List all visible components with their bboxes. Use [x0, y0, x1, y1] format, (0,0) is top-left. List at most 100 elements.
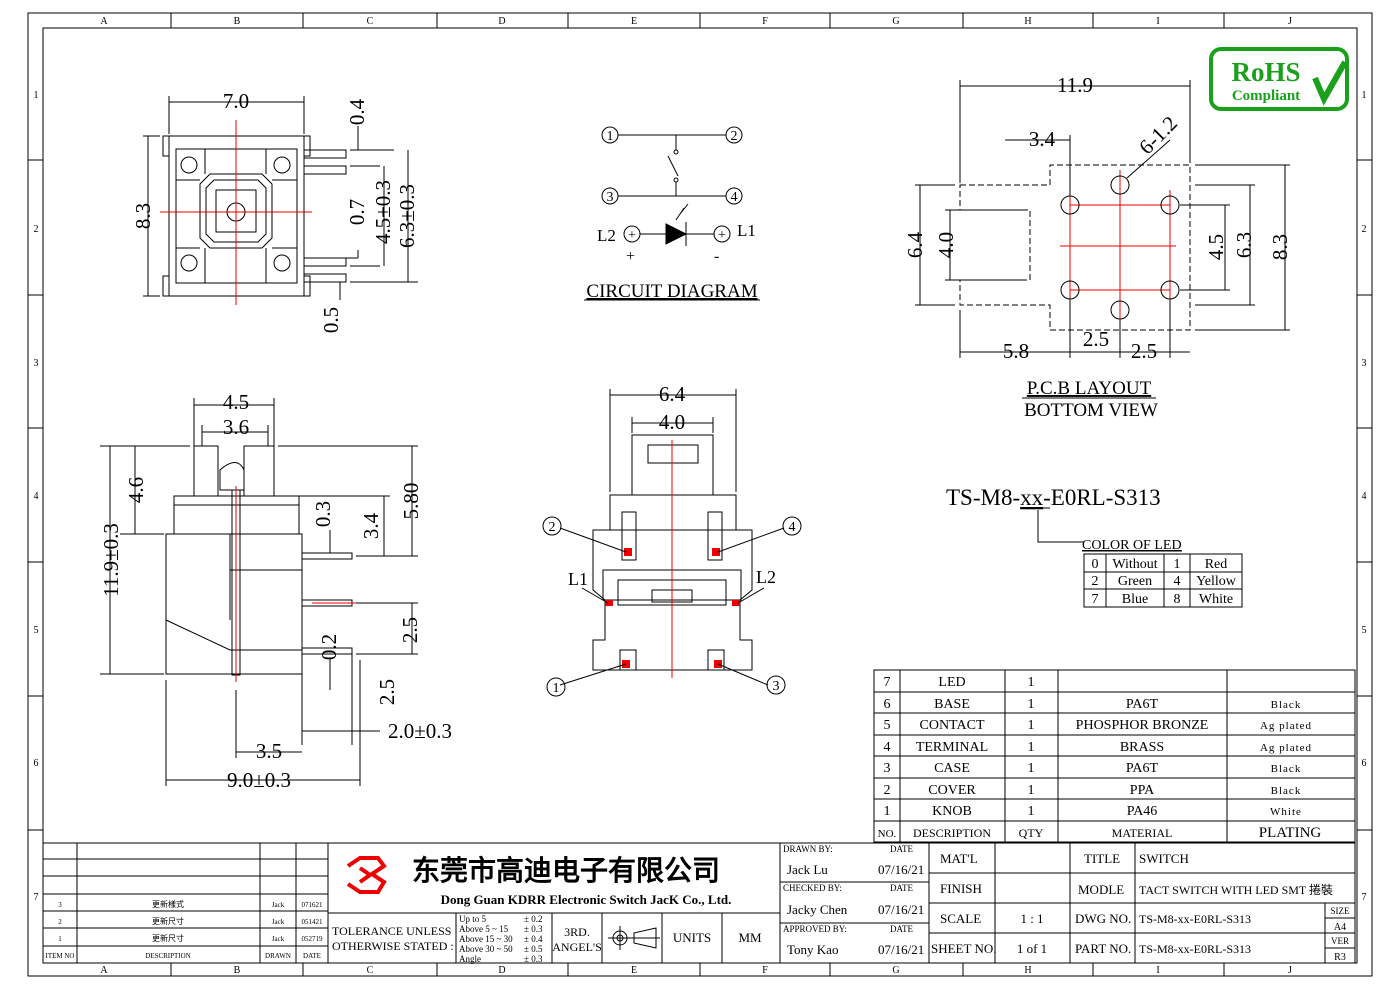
model-label: MODLE — [1078, 882, 1124, 897]
led-symbol-icon — [665, 223, 688, 245]
front-pin-3: 3 — [773, 679, 780, 694]
row-label: 1 — [1362, 90, 1367, 101]
revision-description: 更新樣式 — [152, 899, 184, 909]
led-color-table — [1083, 553, 1243, 608]
date-label: DATE — [890, 924, 913, 934]
light-arrow-icon — [675, 203, 689, 221]
bom-material: PA6T — [1126, 761, 1159, 776]
side-dim-5-80: 5.80 — [399, 483, 423, 520]
col-label: G — [892, 16, 899, 27]
bom-header-cell: MATERIAL — [1112, 826, 1173, 840]
front-pin-4: 4 — [789, 520, 796, 535]
bom-material: BRASS — [1120, 740, 1164, 755]
led-color-name: Yellow — [1196, 574, 1237, 589]
plus-terminal: + — [628, 228, 636, 243]
drawing-number-value: TS-M8-xx-E0RL-S313 — [1139, 912, 1251, 926]
bom-qty: 1 — [1028, 697, 1035, 712]
col-label: A — [100, 965, 108, 976]
projection-symbol-icon — [608, 926, 660, 950]
side-dim-0-3: 0.3 — [311, 501, 335, 527]
bom-table — [873, 669, 1356, 843]
row-label: 7 — [34, 892, 39, 903]
bom-plating: Black — [1271, 699, 1302, 711]
bom-qty: 1 — [1028, 783, 1035, 798]
col-label: B — [234, 965, 241, 976]
side-dim-2-0: 2.0±0.3 — [388, 719, 452, 743]
bom-item-number: 4 — [884, 740, 891, 755]
finish-label: FINISH — [940, 881, 982, 896]
led-l2-label: L2 — [597, 226, 616, 245]
bom-qty: 1 — [1028, 675, 1035, 690]
side-view-labels: 4.5 3.6 4.6 11.9±0.3 0.3 3.4 5.80 0.2 2.… — [99, 390, 452, 792]
bom-header-cell: DESCRIPTION — [913, 826, 991, 840]
revision-description: 更新尺寸 — [152, 933, 184, 943]
tolerance-value: ± 0.5 — [524, 944, 543, 954]
title-label: TITLE — [1084, 851, 1120, 866]
side-dim-4-5: 4.5 — [223, 390, 249, 414]
plus-terminal: + — [718, 228, 726, 243]
revision-drawn: Jack — [272, 935, 285, 943]
bom-description: CASE — [934, 761, 970, 776]
bom-header-cell: PLATING — [1259, 825, 1322, 841]
side-dim-9-0: 9.0±0.3 — [227, 768, 291, 792]
bom-item-number: 3 — [884, 761, 891, 776]
tolerance-label: TOLERANCE UNLESS — [332, 924, 451, 938]
bom-description: TERMINAL — [916, 740, 988, 755]
front-view-dimensions — [559, 389, 785, 686]
drawn-by-label: DRAWN BY: — [783, 844, 833, 854]
front-view: 6.4 4.0 2 4 1 3 L1 L2 — [542, 382, 802, 697]
bom-qty: 1 — [1028, 804, 1035, 819]
checked-date: 07/16/21 — [878, 902, 924, 917]
drawn-by-name: Jack Lu — [787, 862, 828, 877]
row-label: 5 — [34, 625, 39, 636]
checkmark-icon — [1312, 60, 1348, 106]
bom-qty: 1 — [1028, 761, 1035, 776]
title-value: SWITCH — [1139, 851, 1189, 866]
bom-item-number: 6 — [884, 697, 891, 712]
model-value: TACT SWITCH WITH LED SMT 捲裝 — [1139, 883, 1333, 897]
pcb-dim-6-3: 6.3 — [1232, 232, 1256, 258]
pin-2: 2 — [731, 129, 738, 144]
revision-header-cell: DESCRIPTION — [145, 952, 191, 960]
tolerance-range: Above 15 ~ 30 — [459, 934, 513, 944]
circuit-diagram: 1 2 3 4 + + L2 L1 + - CIRCUIT DIAGRAM — [584, 126, 760, 302]
col-label: C — [367, 965, 374, 976]
pin-3: 3 — [607, 190, 614, 205]
front-view-labels: 6.4 4.0 2 4 1 3 L1 L2 — [549, 382, 796, 696]
pcb-dim-4-0: 4.0 — [934, 232, 958, 258]
circuit-labels: 1 2 3 4 + + L2 L1 + - CIRCUIT DIAGRAM — [586, 129, 757, 302]
part-code-variant: xx — [1020, 485, 1044, 510]
title-block-text: MAT'L FINISH SCALE 1 : 1 SHEET NO. 1 of … — [931, 851, 1350, 963]
col-label: D — [498, 16, 505, 27]
drawn-date: 07/16/21 — [878, 862, 924, 877]
col-label: B — [234, 16, 241, 27]
pcb-dim-2-5: 2.5 — [1083, 327, 1109, 351]
date-label: DATE — [890, 844, 913, 854]
tolerance-value: ± 0.3 — [524, 954, 543, 964]
scale-value: 1 : 1 — [1020, 911, 1043, 926]
front-pin-2: 2 — [549, 520, 556, 535]
kdrr-logo-icon — [346, 856, 387, 894]
tolerance-range: Up to 5 — [459, 914, 487, 924]
top-view: 7.0 8.3 0.4 0.7 4.5±0.3 6.3±0.3 0.5 — [131, 89, 419, 333]
col-label: F — [762, 965, 768, 976]
column-dividers — [28, 13, 1372, 976]
pcb-layout: 11.9 3.4 6-1.2 6.4 4.0 4.5 6.3 8.3 5.8 2… — [903, 73, 1292, 421]
rohs-compliant-logo: RoHS Compliant — [1209, 47, 1349, 111]
col-label: A — [100, 16, 108, 27]
part-code-suffix: -E0RL-S313 — [1043, 485, 1161, 510]
bom-description: CONTACT — [920, 718, 985, 733]
revision-item: 2 — [58, 918, 62, 926]
top-view-labels: 7.0 8.3 0.4 0.7 4.5±0.3 6.3±0.3 0.5 — [131, 89, 419, 333]
bom-material: PPA — [1130, 783, 1155, 798]
led-color-name: Red — [1205, 557, 1228, 572]
approved-date: 07/16/21 — [878, 942, 924, 957]
company-name-cn: 东莞市高迪电子有限公司 — [412, 854, 720, 887]
row-label: 4 — [34, 491, 39, 502]
approval-text: DRAWN BY: DATE Jack Lu 07/16/21 CHECKED … — [783, 844, 924, 957]
revision-header-cell: DRAWN — [265, 952, 291, 960]
bom-item-number: 2 — [884, 783, 891, 798]
pcb-dim-6-4: 6.4 — [903, 231, 927, 258]
revision-drawn: Jack — [272, 918, 285, 926]
side-dim-2-5: 2.5 — [375, 679, 399, 705]
